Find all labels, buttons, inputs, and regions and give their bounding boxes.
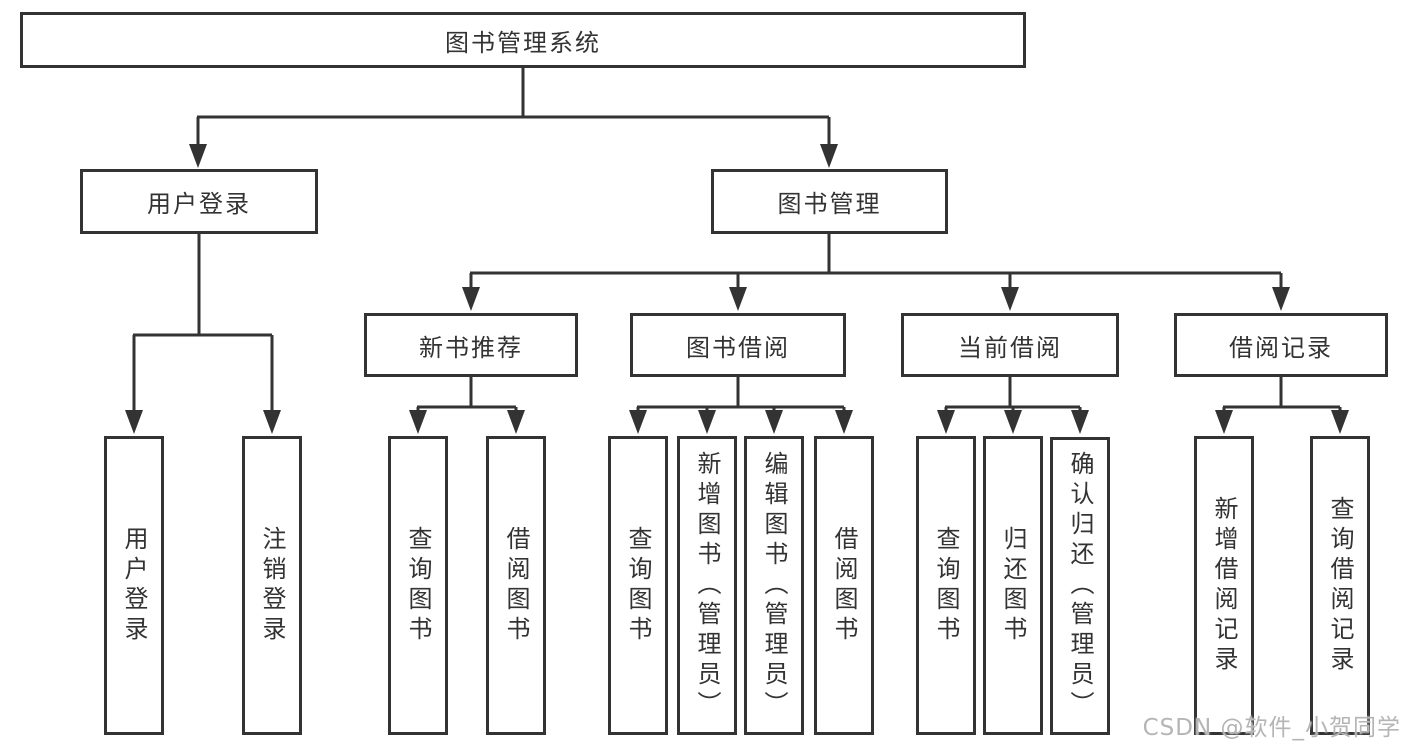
csdn-watermark: CSDN @软件_小贺同学: [1142, 715, 1401, 741]
edge-current-borrow-to-leaves: [944, 377, 1082, 413]
leaf-add-books-admin: 新增图书（管理员）: [677, 436, 737, 735]
node-new-book-recommend: 新书推荐: [364, 313, 578, 377]
edge-new-books-to-leaves: [416, 377, 518, 413]
node-borrow-records: 借阅记录: [1174, 313, 1388, 377]
node-book-borrow: 图书借阅: [630, 313, 846, 377]
node-current-borrow: 当前借阅: [901, 313, 1119, 377]
leaf-logout: 注销登录: [242, 436, 302, 735]
edge-user-login-to-leaves: [132, 234, 274, 412]
edge-book-mgmt-to-level3: [469, 234, 1283, 290]
leaf-edit-books-admin: 编辑图书（管理员）: [744, 436, 804, 735]
leaf-query-borrow-record: 查询借阅记录: [1310, 436, 1370, 735]
edge-borrow-records-to-leaves: [1222, 377, 1342, 413]
leaf-borrow-books-recommend: 借阅图书: [486, 436, 546, 735]
node-root-system: 图书管理系统: [20, 12, 1026, 68]
leaf-confirm-return-admin: 确认归还（管理员）: [1050, 437, 1110, 735]
leaf-query-books-borrow: 查询图书: [608, 436, 668, 735]
leaf-query-books-current: 查询图书: [916, 436, 976, 735]
node-book-management: 图书管理: [711, 169, 948, 234]
node-user-login: 用户登录: [80, 169, 318, 234]
leaf-query-books-recommend: 查询图书: [388, 436, 448, 735]
leaf-return-books: 归还图书: [983, 436, 1043, 735]
leaf-user-login: 用户登录: [104, 436, 164, 735]
edge-book-borrow-to-leaves: [636, 377, 846, 413]
leaf-add-borrow-record: 新增借阅记录: [1194, 436, 1254, 735]
leaf-borrow-books: 借阅图书: [814, 436, 874, 735]
edge-root-to-level2: [196, 68, 831, 146]
